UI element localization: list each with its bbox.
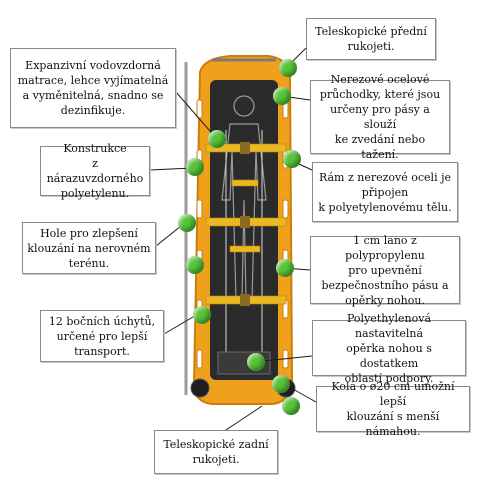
callout-wheels: Kola o ø20 cm umožní lepší klouzání s me…	[316, 380, 470, 438]
callout-tele-rear: Teleskopické zadní rukojeti.	[154, 430, 278, 474]
marker-dot	[282, 397, 300, 415]
marker-dot	[208, 130, 226, 148]
leader-lines	[149, 47, 317, 431]
callout-side-handles: 12 bočních úchytů, určené pro lepší tran…	[40, 310, 164, 362]
marker-dot	[193, 306, 211, 324]
marker-dot	[276, 259, 294, 277]
marker-dot	[186, 158, 204, 176]
rope-lines	[225, 130, 263, 360]
callout-footrest: Polyethylenová nastavitelná opěrka nohou…	[312, 312, 466, 385]
marker-dot	[186, 256, 204, 274]
callout-tele-front: Teleskopické přední rukojeti.	[306, 18, 436, 60]
marker-dot	[272, 375, 290, 393]
callout-construction: Konstrukce z nárazuvzdorného polyetylenu…	[40, 142, 150, 200]
marker-dot	[178, 214, 196, 232]
marker-dot	[273, 87, 291, 105]
marker-dot	[283, 150, 301, 168]
wheel-left	[190, 378, 210, 398]
callout-stainless-passes: Nerezové ocelové průchodky, které jsou u…	[310, 73, 450, 161]
strap-buckles	[240, 142, 250, 306]
callout-runners: Hole pro zlepšení klouzání na nerovném t…	[22, 222, 156, 274]
marker-dot	[279, 59, 297, 77]
callout-mattress: Expanzivní vodovzdorná matrace, lehce vy…	[10, 48, 176, 128]
marker-dot	[247, 353, 265, 371]
callout-rope: 1 cm lano z polypropylenu pro upevnění b…	[310, 234, 460, 307]
callout-frame: Rám z nerezové oceli je připojen k polye…	[312, 162, 458, 222]
